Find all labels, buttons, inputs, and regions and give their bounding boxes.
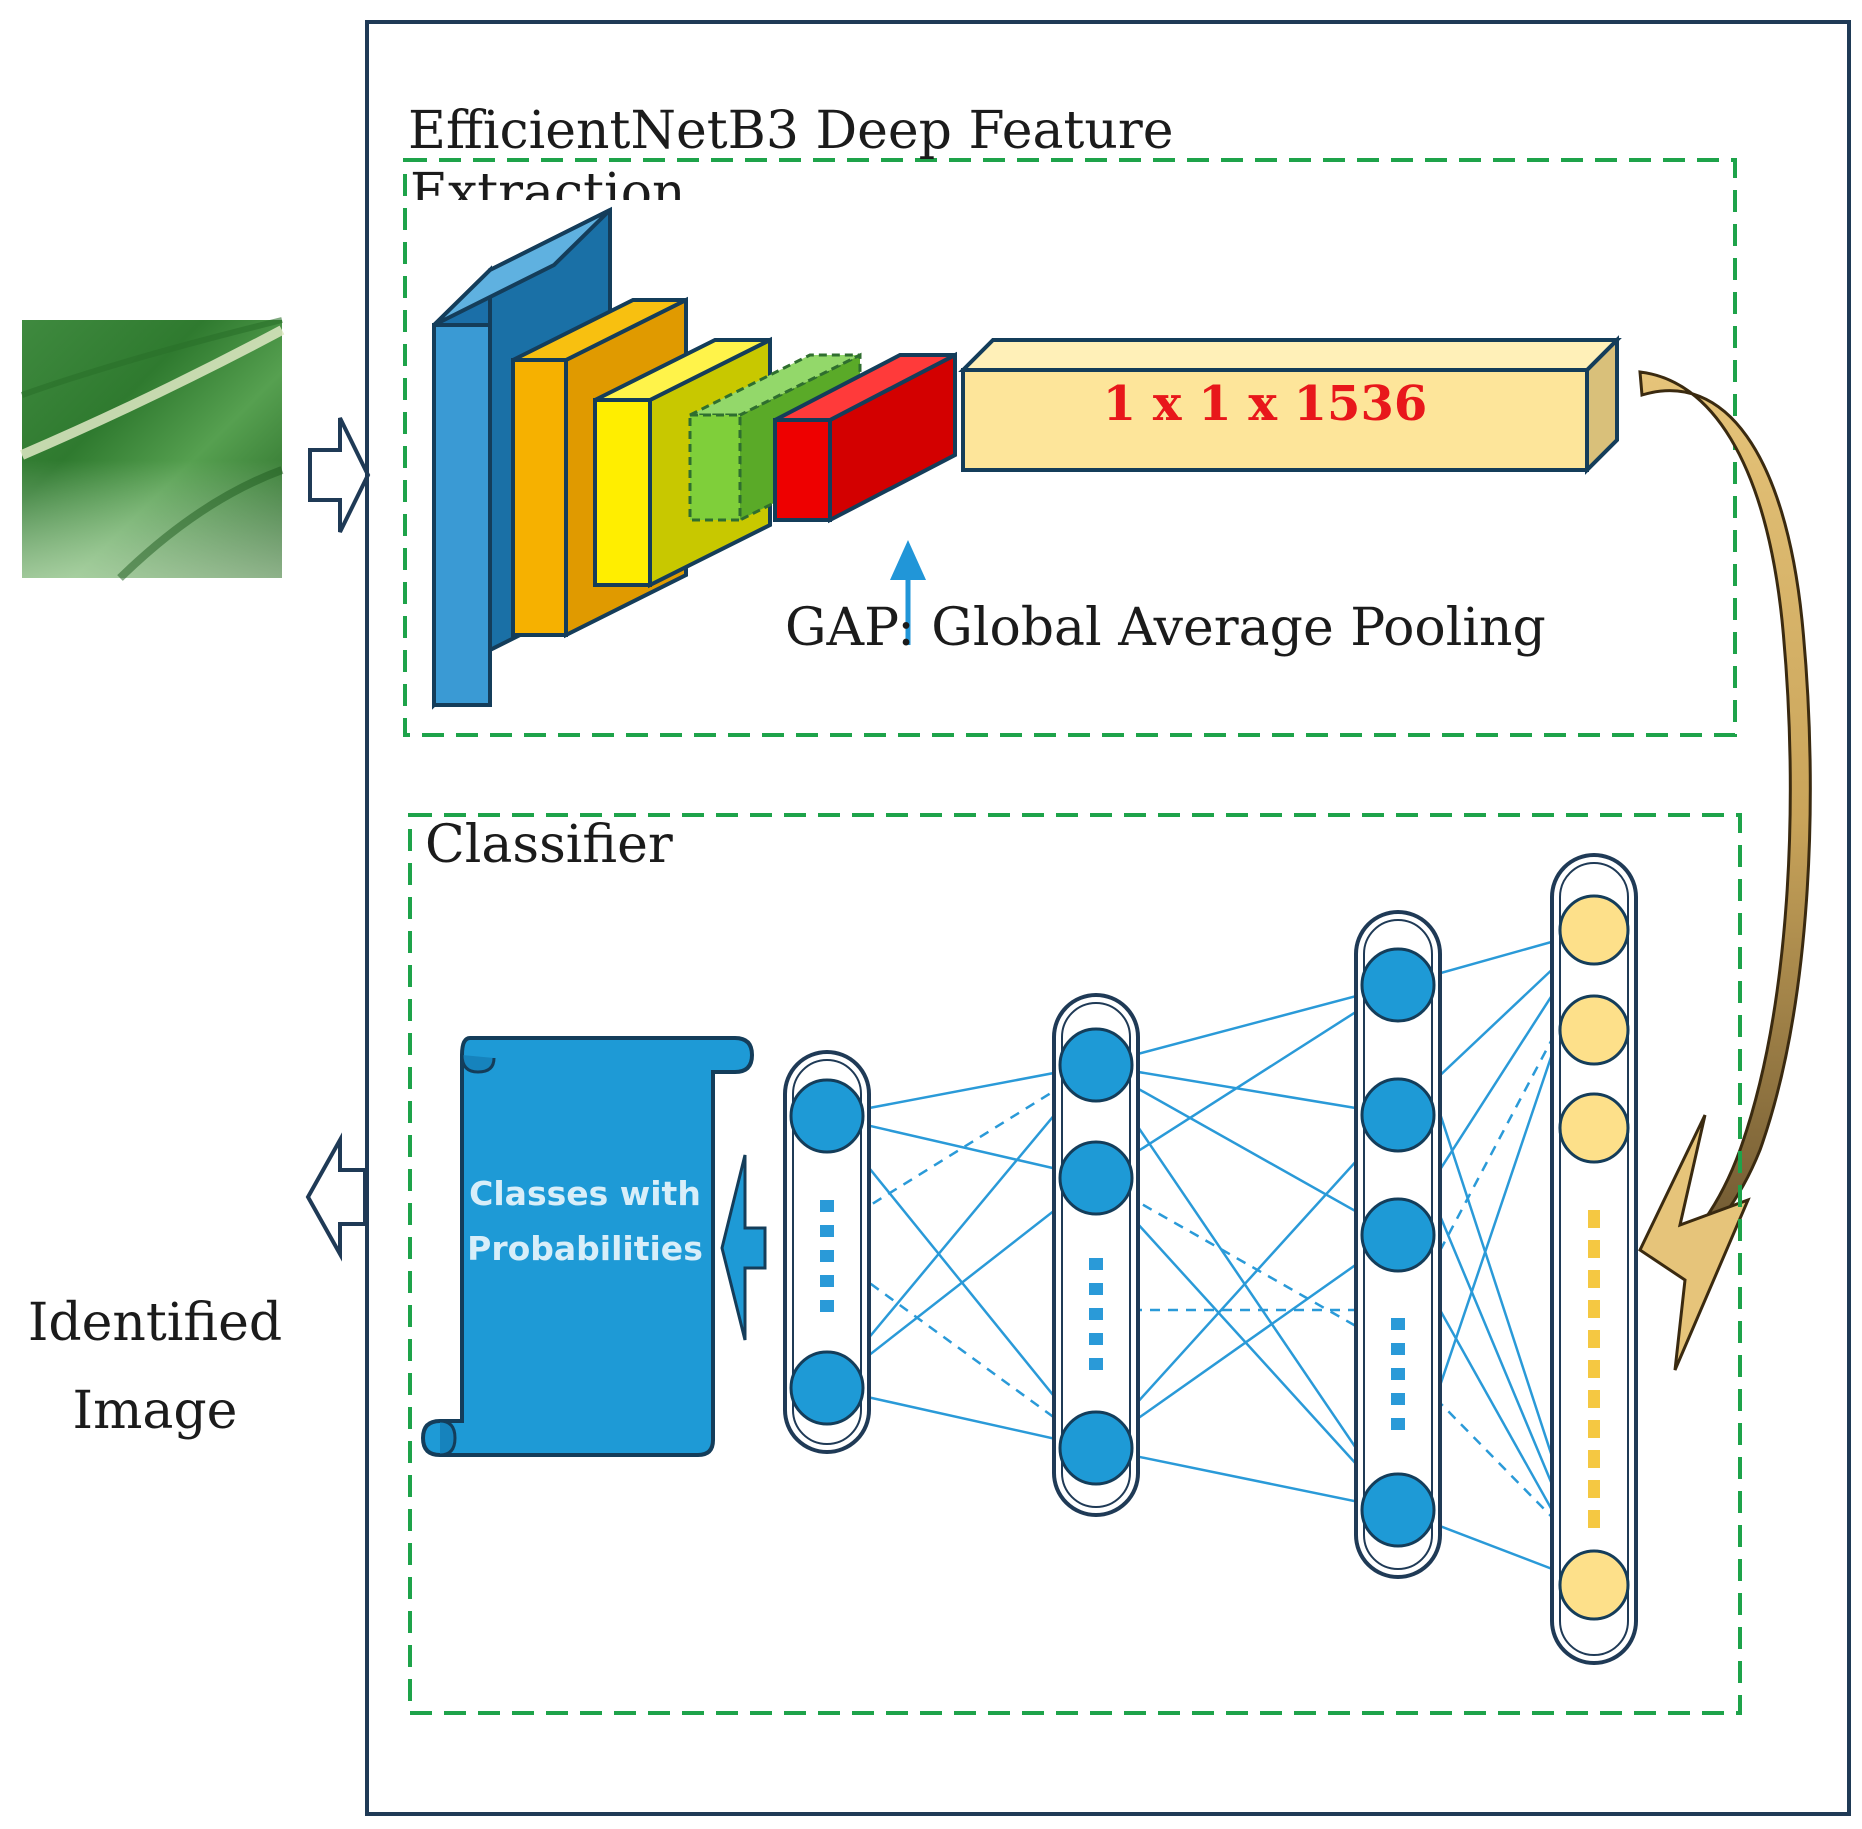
feature-extraction-title-cut: Extraction [410,163,686,223]
result-label-line1: Identified [28,1293,282,1353]
curved-arrow-icon [1638,370,1812,1371]
network-connections [826,928,1596,1587]
classifier-box [408,813,1742,1715]
gap-arrow-icon [890,540,926,645]
feature-vector-label: 1 x 1 x 1536 [1103,376,1427,432]
network-input-layer [1550,853,1638,1665]
network-layer-3 [1354,910,1442,1579]
output-arrow-icon [720,1154,767,1341]
gap-label: GAP: Global Average Pooling [785,598,1546,658]
svg-text:Extraction: Extraction [410,163,686,223]
main-frame [365,20,1851,1816]
output-label-line1: Classes with [469,1174,701,1213]
feature-extraction-title: EfficientNetB3 Deep Feature [408,101,1174,161]
output-label-line2: Probabilities [467,1229,703,1268]
output-scroll [420,1036,755,1457]
conv-layer-5 [773,351,957,524]
network-layer-1 [783,1050,871,1454]
result-arrow-icon [305,1132,367,1262]
input-leaf-image [20,317,285,581]
result-label-line2: Image [73,1381,238,1441]
classifier-title: Classifier [425,815,673,875]
feature-vector-block [958,335,1622,475]
network-layer-2 [1052,993,1140,1517]
input-arrow-icon [308,417,371,533]
